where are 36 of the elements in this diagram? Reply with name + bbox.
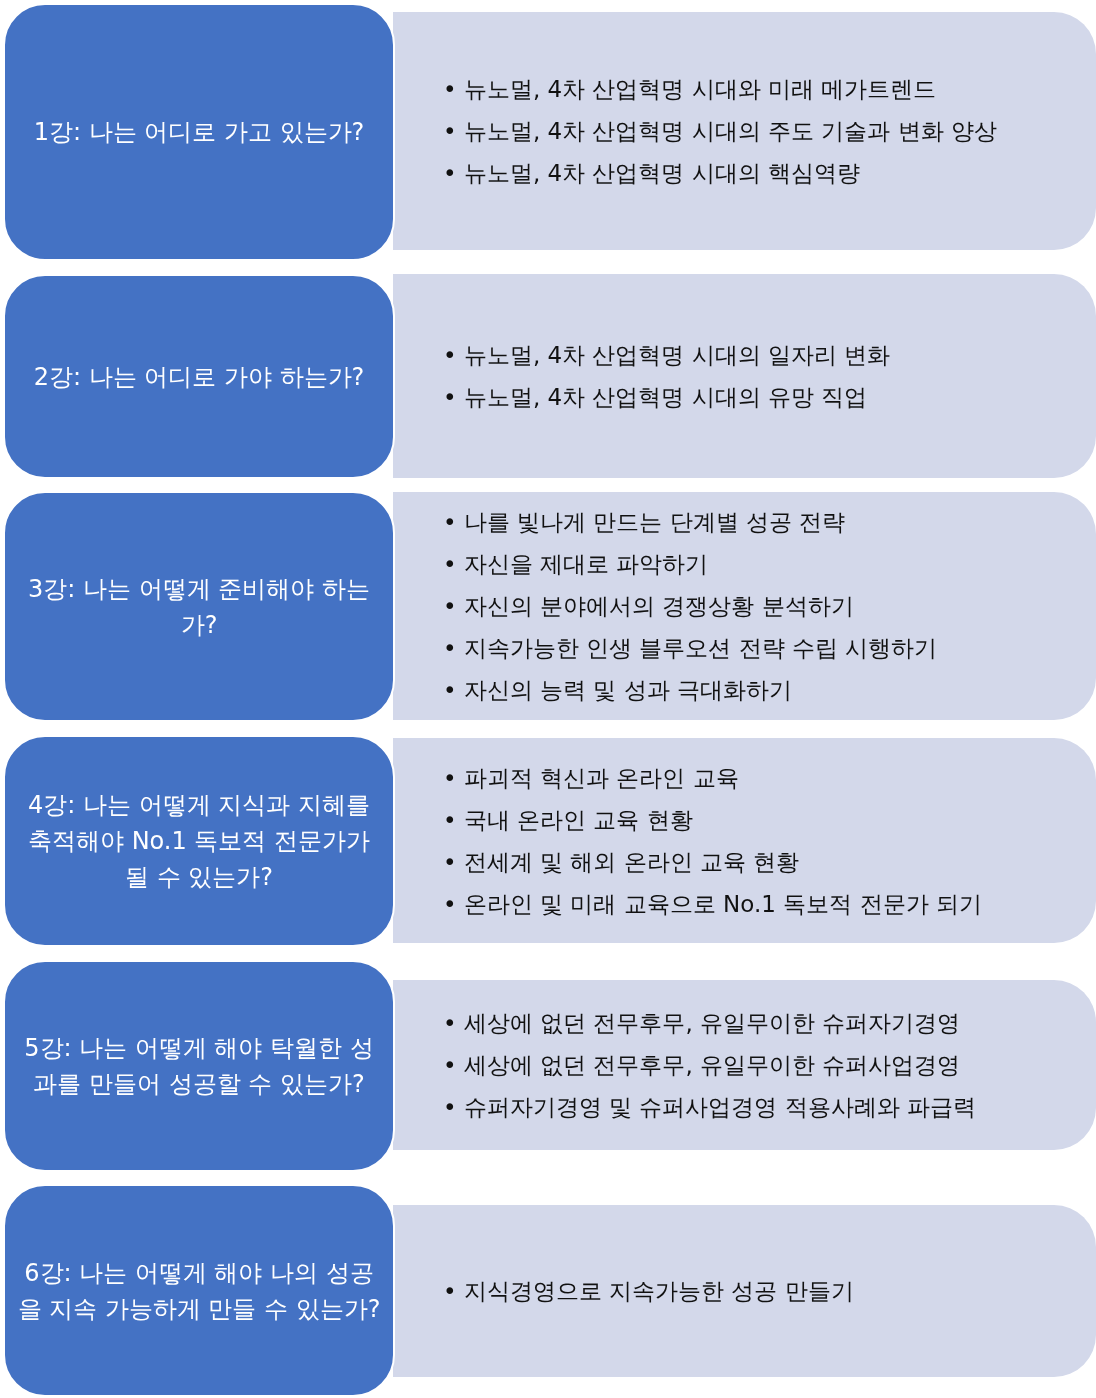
topic-item: • 전세계 및 해외 온라인 교육 현황 [443,847,801,877]
lecture-header-card [3,735,395,947]
topic-list-card [393,492,1096,720]
topic-item: • 뉴노멀, 4차 산업혁명 시대의 주도 기술과 변화 양상 [443,117,997,146]
topic-list-card [393,274,1096,478]
lecture-title: 2강: 나는 어디로 가야 하는가? [33,361,365,393]
topic-item: • 자신을 제대로 파악하기 [443,550,710,579]
topic-list-card [393,738,1096,943]
lecture-header-card [3,274,395,479]
topic-item: • 파괴적 혁신과 온라인 교육 [443,763,740,793]
lecture-header-card [3,3,395,261]
topic-item: • 뉴노멀, 4차 산업혁명 시대의 핵심역량 [443,159,862,188]
topic-item: • 지식경영으로 지속가능한 성공 만들기 [443,1277,854,1306]
topic-item: • 온라인 및 미래 교육으로 No.1 독보적 전문가 되기 [443,889,982,919]
topic-item: • 자신의 분야에서의 경쟁상황 분석하기 [443,592,855,621]
topic-list-card [393,12,1096,250]
topic-item: • 세상에 없던 전무후무, 유일무이한 슈퍼자기경영 [443,1009,962,1038]
topic-item: • 국내 온라인 교육 현황 [443,805,694,835]
topic-item: • 뉴노멀, 4차 산업혁명 시대의 유망 직업 [443,383,869,412]
topic-list-card [393,1205,1096,1377]
topic-item: • 자신의 능력 및 성과 극대화하기 [443,676,794,705]
lecture-title: 5강: 나는 어떻게 해야 탁월한 성과를 만들어 성공할 수 있는가? [23,1033,375,1100]
lecture-title: 1강: 나는 어디로 가고 있는가? [33,117,365,148]
topic-item: • 뉴노멀, 4차 산업혁명 시대와 미래 메가트렌드 [443,75,938,104]
lecture-header-card [3,491,395,722]
lecture-header-card [3,1184,395,1397]
topic-item: • 지속가능한 인생 블루오션 전략 수립 시행하기 [443,634,938,663]
topic-item: • 나를 빛나게 만드는 단계별 성공 전략 [443,508,847,537]
lecture-title: 6강: 나는 어떻게 해야 나의 성공을 지속 가능하게 만들 수 있는가? [17,1257,381,1325]
topic-item: • 세상에 없던 전무후무, 유일무이한 슈퍼사업경영 [443,1051,962,1080]
lecture-title: 4강: 나는 어떻게 지식과 지혜를 축적해야 No.1 독보적 전문가가 될 수 있는가? [27,790,371,893]
topic-item: • 슈퍼자기경영 및 슈퍼사업경영 적용사례와 파급력 [443,1093,977,1122]
topic-list-card [393,980,1096,1150]
lecture-header-card [3,960,395,1172]
lecture-title: 3강: 나는 어떻게 준비해야 하는가? [27,573,371,641]
topic-item: • 뉴노멀, 4차 산업혁명 시대의 일자리 변화 [443,341,891,370]
